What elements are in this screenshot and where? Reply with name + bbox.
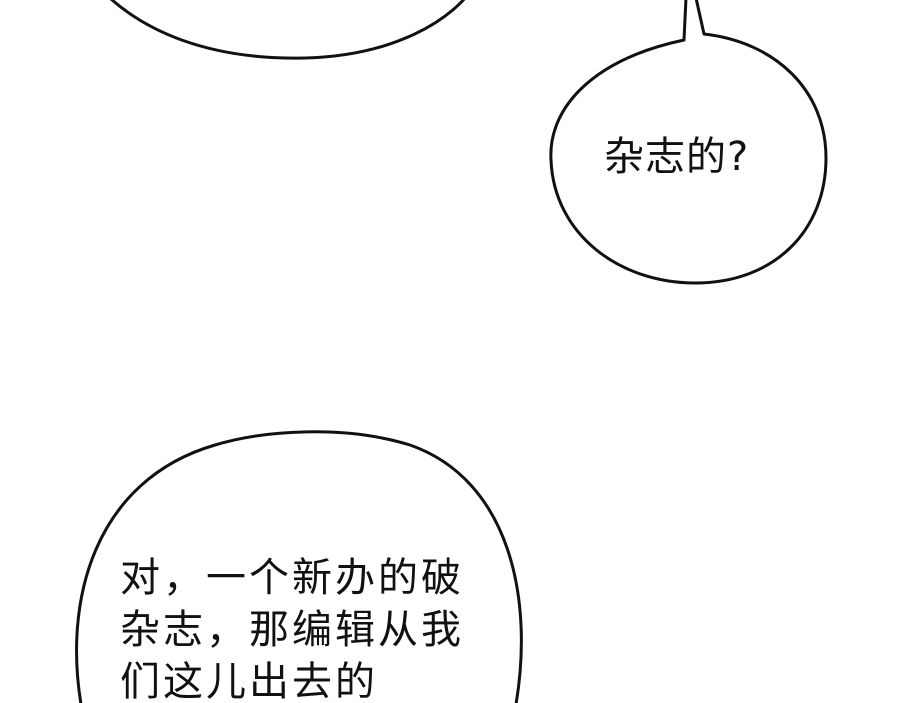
dialogue-line: 对，一个新办的破 (120, 555, 464, 601)
dialogue-line: 们这儿出去的 (120, 659, 378, 703)
dialogue-line: 杂志，那编辑从我 (120, 607, 464, 653)
bottom-bubble (75, 430, 523, 703)
right-bubble (549, 0, 828, 285)
bottom-bubble-text: 对，一个新办的破 杂志，那编辑从我 们这儿出去的 (120, 552, 464, 703)
right-bubble-text: 杂志的? (604, 132, 749, 182)
top-left-bubble (109, 0, 466, 60)
dialogue-line: 杂志的? (604, 134, 750, 180)
